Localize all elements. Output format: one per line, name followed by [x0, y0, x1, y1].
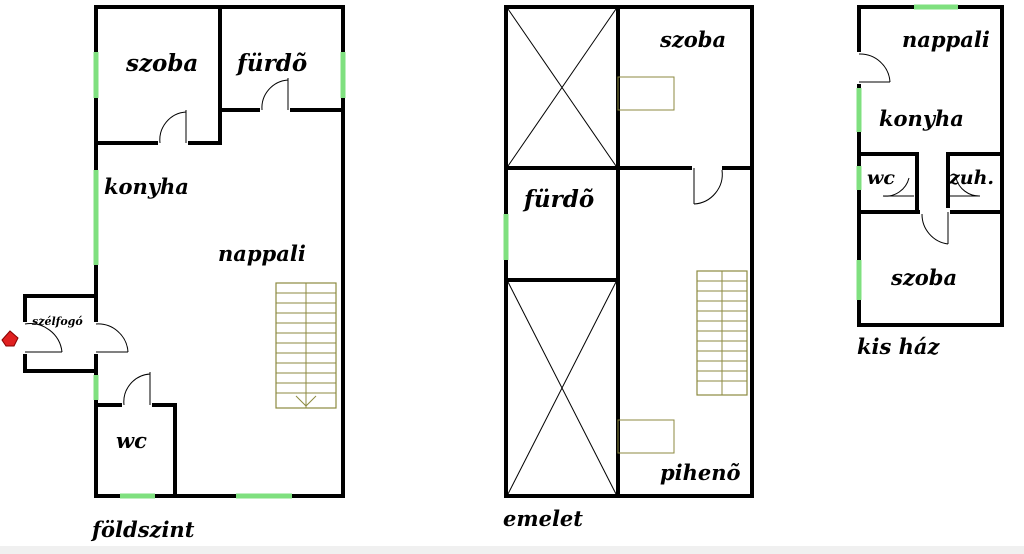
upper-stairs [696, 270, 748, 396]
door-arc [95, 323, 129, 353]
small-house-doors [855, 52, 981, 245]
door-arc [24, 323, 63, 353]
door-gap [855, 52, 863, 84]
upper-void-crosses [507, 8, 617, 495]
upper-floor-plan: szoba fürdõ pihenõ emelet [503, 5, 754, 531]
room-label-szoba: szoba [125, 50, 198, 77]
door-gap [92, 322, 100, 354]
door-gap [158, 139, 188, 147]
door-gap [920, 208, 950, 216]
room-label-piheno: pihenõ [660, 460, 741, 485]
room-label-szoba: szoba [659, 27, 726, 52]
ground-szoba-wall [94, 5, 222, 145]
room-label-szelfogo: szélfogó [32, 315, 83, 328]
room-label-zuh: zuh. [948, 167, 994, 189]
ground-windows [93, 52, 346, 499]
door-arc [921, 213, 949, 245]
floor-label-ground: földszint [90, 517, 195, 542]
ground-stairs [275, 282, 337, 409]
landing [617, 419, 675, 454]
room-label-nappali: nappali [902, 27, 990, 52]
door-gap [21, 322, 29, 354]
upper-outer-wall [504, 5, 754, 498]
door-gap [260, 106, 290, 114]
door-arc [882, 177, 910, 197]
small-house-windows [856, 4, 958, 300]
upper-landings [617, 76, 675, 454]
entrance-arrow-icon [1, 330, 19, 347]
room-label-wc: wc [867, 167, 895, 189]
landing [617, 76, 675, 111]
upper-doors [692, 164, 723, 205]
door-arc [858, 53, 891, 83]
room-label-konyha: konyha [104, 174, 189, 199]
ground-doors [21, 78, 290, 409]
floor-label-upper: emelet [503, 506, 583, 531]
door-arc [261, 79, 289, 111]
room-label-wc: wc [116, 428, 147, 453]
small-house-plan: nappali konyha wc zuh. szoba kis ház [855, 4, 1004, 359]
floor-label-small-house: kis ház [857, 334, 941, 359]
ground-floor-plan: szoba fürdõ konyha nappali szélfogó wc f… [1, 5, 346, 542]
room-label-furdo: fürdõ [522, 186, 594, 213]
door-gap [122, 401, 152, 409]
stair-arrow [295, 395, 317, 407]
stair-treads [276, 292, 336, 394]
door-arc [159, 111, 187, 144]
ground-szelfogo-wall [23, 294, 98, 373]
door-arc [955, 177, 981, 197]
door-gap [692, 164, 722, 172]
door-arc [693, 169, 723, 205]
room-label-szoba: szoba [890, 265, 957, 290]
stair-treads [697, 280, 747, 382]
room-label-nappali: nappali [218, 241, 306, 266]
room-label-konyha: konyha [879, 106, 964, 131]
bottom-strip [0, 546, 1024, 554]
room-label-furdo: fürdõ [235, 50, 307, 77]
door-arc [123, 373, 151, 406]
